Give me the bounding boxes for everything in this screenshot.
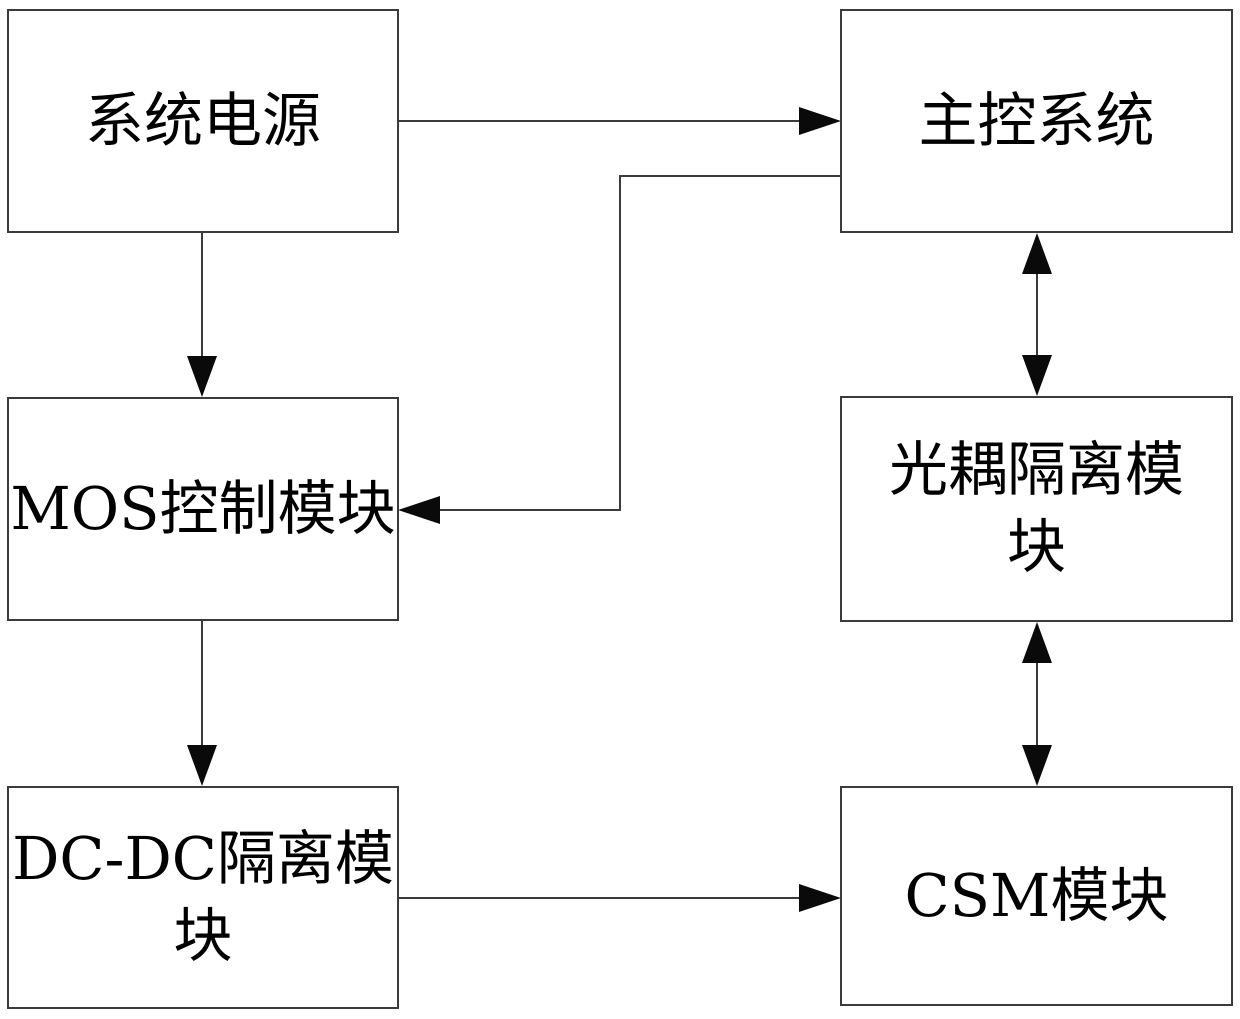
node-main-control-system: 主控系统	[840, 9, 1233, 233]
node-dcdc-isolation-module-label-line1: DC-DC隔离模	[12, 823, 394, 893]
node-system-power-label: 系统电源	[84, 85, 321, 155]
node-dcdc-isolation-module-label-line2: 块	[173, 900, 233, 970]
node-optocoupler-isolation-module: 光耦隔离模 块	[840, 396, 1233, 622]
edge-mos-to-dcdc-arrow	[187, 621, 217, 786]
edge-power-to-main-arrow	[398, 107, 841, 135]
edge-dcdc-to-csm-arrow	[399, 884, 841, 912]
edge-power-to-mos-arrow	[187, 233, 217, 397]
node-dcdc-isolation-module: DC-DC隔离模 块	[7, 786, 399, 1009]
node-optocoupler-isolation-module-label-line2: 块	[1006, 512, 1066, 581]
edge-main-to-mos-arrow	[398, 175, 840, 524]
node-optocoupler-isolation-module-label-line1: 光耦隔离模	[888, 435, 1184, 505]
edge-opto-csm-double-arrow	[1022, 622, 1052, 786]
node-system-power: 系统电源	[7, 9, 399, 233]
edge-main-opto-double-arrow	[1022, 233, 1052, 396]
node-mos-control-module-label: MOS控制模块	[10, 473, 396, 543]
node-csm-module: CSM模块	[840, 786, 1233, 1006]
node-csm-module-label: CSM模块	[904, 860, 1169, 930]
node-mos-control-module: MOS控制模块	[7, 397, 399, 621]
node-main-control-system-label: 主控系统	[918, 85, 1155, 155]
